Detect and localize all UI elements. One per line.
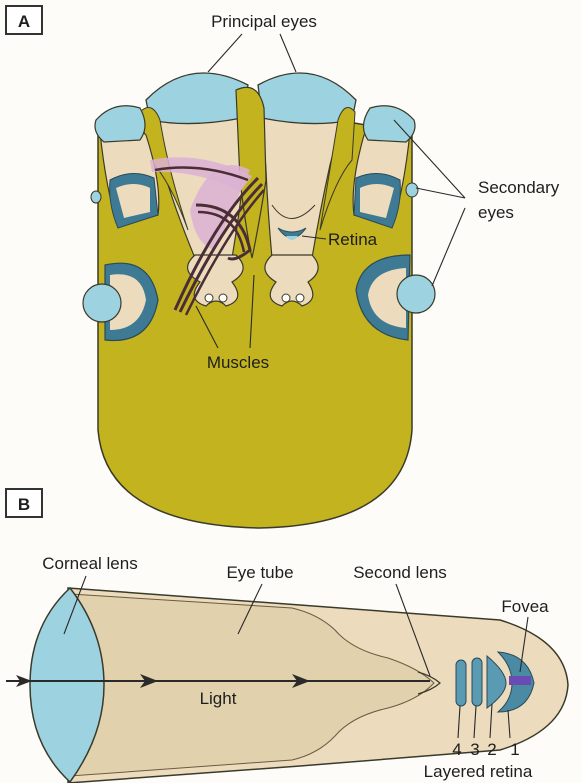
secondary-eyes-label-line2: eyes bbox=[478, 203, 514, 222]
corneal-lens-label: Corneal lens bbox=[42, 554, 137, 573]
tiny-eye-left bbox=[91, 191, 101, 203]
tiny-eye-right bbox=[406, 183, 418, 197]
panel-b: B Cor bbox=[6, 489, 568, 783]
eye-tube-label: Eye tube bbox=[226, 563, 293, 582]
layered-retina-label: Layered retina bbox=[424, 762, 533, 781]
retina-layer-1-number: 1 bbox=[510, 740, 519, 759]
retina-layer-4-number: 4 bbox=[452, 740, 461, 759]
retina-label: Retina bbox=[328, 230, 378, 249]
light-label: Light bbox=[200, 689, 237, 708]
principal-eye-base-right bbox=[265, 255, 318, 306]
secondary-eye-lens-left-top bbox=[95, 106, 145, 142]
panel-b-letter: B bbox=[18, 495, 30, 514]
panel-a-letter: A bbox=[18, 12, 30, 31]
retina-layer-4 bbox=[456, 660, 466, 706]
second-lens-label: Second lens bbox=[353, 563, 447, 582]
muscles-label: Muscles bbox=[207, 353, 269, 372]
principal-eye-lens-left bbox=[146, 73, 248, 124]
retina-layer-3 bbox=[472, 658, 482, 706]
principal-eyes-label: Principal eyes bbox=[211, 12, 317, 31]
fovea-label: Fovea bbox=[501, 597, 549, 616]
retina-layer-2-number: 2 bbox=[487, 740, 496, 759]
secondary-eye-lens-right-top bbox=[363, 106, 415, 142]
secondary-eyes-label-line1: Secondary bbox=[478, 178, 560, 197]
panel-a: A bbox=[6, 6, 560, 528]
fovea-region bbox=[509, 676, 531, 685]
retina-layer-3-number: 3 bbox=[470, 740, 479, 759]
